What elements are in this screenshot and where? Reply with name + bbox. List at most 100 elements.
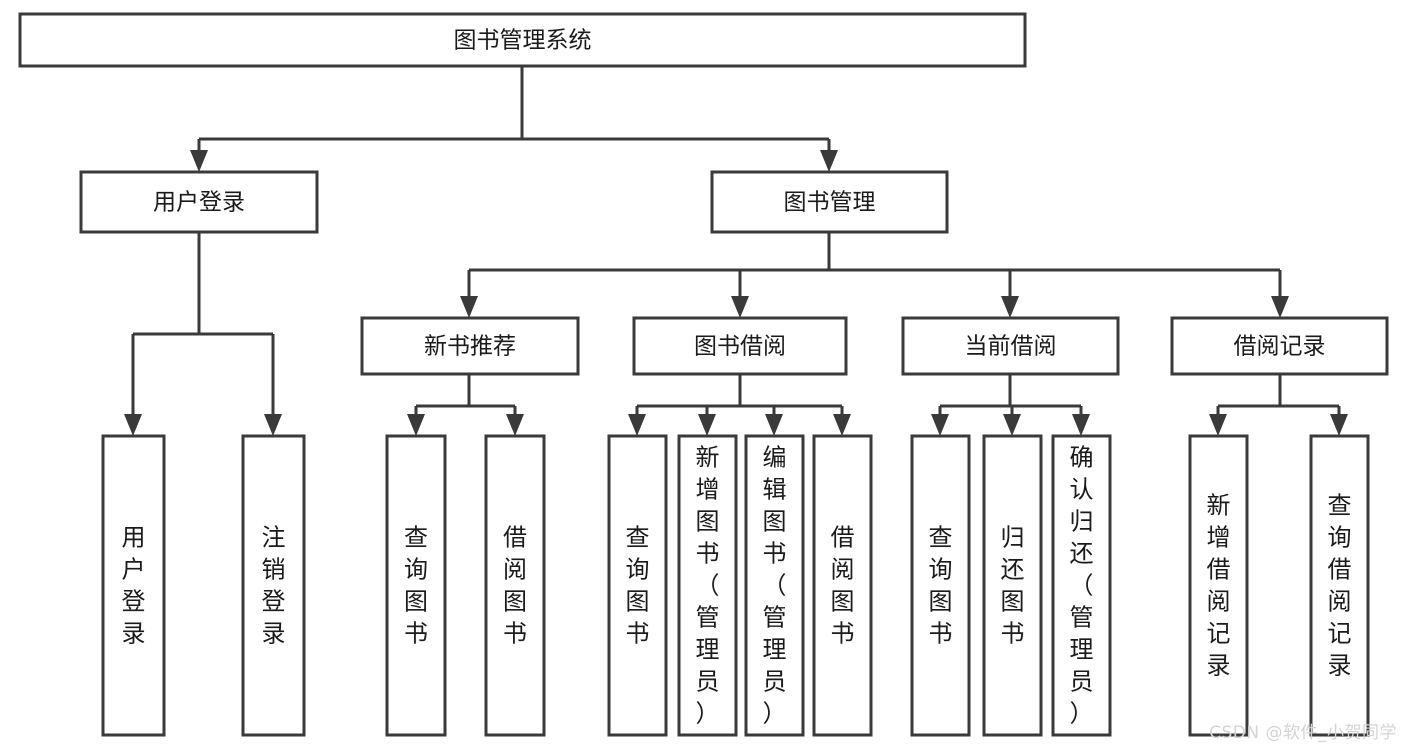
node-leaf-logout-char: 登	[262, 588, 286, 616]
node-leaf-return-book-rect	[982, 434, 1043, 737]
node-leaf-query-book-current-char: 查	[929, 524, 953, 552]
arrow-book-borrow-leaf-0	[628, 414, 646, 436]
node-leaf-add-borrow-record-char: 记	[1207, 620, 1231, 648]
connector-layer	[124, 66, 1348, 436]
node-leaf-confirm-return-admin-char: 归	[1070, 508, 1094, 536]
node-borrow-record[interactable]: 借阅记录	[1170, 316, 1389, 376]
node-leaf-add-book-admin-char: 新	[696, 444, 720, 472]
arrow-level3-0	[460, 296, 478, 318]
node-book-borrow-label: 图书借阅	[694, 334, 786, 360]
node-leaf-edit-book-admin-char: 员	[763, 668, 787, 696]
node-leaf-query-borrow-record-char: 询	[1328, 524, 1352, 552]
node-leaf-borrow-book-rec-rect	[484, 434, 546, 737]
node-root-label: 图书管理系统	[454, 28, 592, 54]
node-leaf-borrow-book-char: 书	[831, 620, 855, 648]
node-leaf-query-borrow-record-rect	[1309, 434, 1370, 737]
node-leaf-query-borrow-record-char: 阅	[1328, 588, 1352, 616]
node-book-management[interactable]: 图书管理	[710, 170, 949, 234]
node-current-borrow-rect	[901, 316, 1120, 376]
node-leaf-confirm-return-admin-char: （	[1070, 572, 1094, 600]
node-root[interactable]: 图书管理系统	[18, 12, 1027, 68]
node-leaf-add-borrow-record-rect	[1188, 434, 1249, 737]
node-new-book-recommend-label: 新书推荐	[424, 334, 516, 360]
node-leaf-logout-rect	[241, 434, 306, 737]
node-leaf-add-book-admin-rect	[677, 434, 738, 737]
node-new-book-recommend-rect	[360, 316, 580, 376]
node-new-book-recommend[interactable]: 新书推荐	[360, 316, 580, 376]
node-leaf-query-book-rec-rect	[385, 434, 447, 737]
arrow-borrow-record-leaf-1	[1330, 414, 1348, 436]
node-leaf-confirm-return-admin-char: 确	[1070, 444, 1094, 472]
node-leaf-edit-book-admin-char: 书	[763, 540, 787, 568]
node-leaf-borrow-book-char: 图	[831, 588, 855, 616]
node-root-rect	[18, 12, 1027, 68]
arrow-level3-1	[731, 296, 749, 318]
node-leaf-confirm-return-admin-char: 理	[1070, 636, 1094, 664]
node-user-login-label: 用户登录	[153, 190, 245, 216]
node-user-login[interactable]: 用户登录	[79, 170, 319, 234]
node-leaf-add-borrow-record-char: 录	[1207, 652, 1231, 680]
node-borrow-record-label: 借阅记录	[1234, 334, 1326, 360]
node-leaf-add-book-admin-char: 书	[696, 540, 720, 568]
arrow-level2-0	[190, 150, 208, 172]
node-leaf-borrow-book-rec-char: 借	[503, 524, 527, 552]
node-leaf-add-book-admin-char: 管	[696, 604, 720, 632]
node-leaf-edit-book-admin-char: 管	[763, 604, 787, 632]
node-book-borrow-rect	[632, 316, 848, 376]
node-leaf-add-borrow-record-char: 增	[1207, 524, 1231, 552]
node-leaf-query-book-current-char: 询	[929, 556, 953, 584]
arrow-level3-2	[1001, 296, 1019, 318]
node-leaf-query-book-rec-char: 询	[404, 556, 428, 584]
node-leaf-return-book-char: 书	[1001, 620, 1025, 648]
arrow-new-book-recommend-leaf-1	[506, 414, 524, 436]
node-leaf-user-login-char: 用	[122, 524, 146, 552]
arrow-new-book-recommend-leaf-0	[407, 414, 425, 436]
node-leaf-add-book-admin-char: （	[696, 572, 720, 600]
node-leaf-confirm-return-admin-char: 员	[1070, 668, 1094, 696]
node-leaf-query-borrow-record-char: 记	[1328, 620, 1352, 648]
node-user-login-rect	[79, 170, 319, 234]
node-leaf-return-book-char: 图	[1001, 588, 1025, 616]
node-book-borrow[interactable]: 图书借阅	[632, 316, 848, 376]
node-leaf-add-borrow-record-char: 借	[1207, 556, 1231, 584]
node-leaf-query-book-borrow-rect	[607, 434, 668, 737]
node-leaf-edit-book-admin-char: 图	[763, 508, 787, 536]
node-leaf-add-book-admin-char: ）	[696, 700, 720, 728]
node-leaf-edit-book-admin-char: ）	[763, 700, 787, 728]
node-leaf-return-book-char: 归	[1001, 524, 1025, 552]
node-current-borrow[interactable]: 当前借阅	[901, 316, 1120, 376]
node-leaf-edit-book-admin-char: 理	[763, 636, 787, 664]
node-leaf-confirm-return-admin-rect	[1051, 434, 1112, 737]
node-leaf-borrow-book-rect	[812, 434, 873, 737]
node-leaf-confirm-return-admin-char: 认	[1070, 476, 1094, 504]
node-leaf-edit-book-admin-char: 辑	[763, 476, 787, 504]
node-leaf-edit-book-admin-rect	[744, 434, 805, 737]
node-leaf-user-login-char: 录	[122, 620, 146, 648]
node-leaf-user-login[interactable]: 用户登录	[101, 434, 166, 737]
node-leaf-query-borrow-record-char: 录	[1328, 652, 1352, 680]
node-leaf-return-book-char: 还	[1001, 556, 1025, 584]
node-leaf-borrow-book-rec-char: 书	[503, 620, 527, 648]
node-leaf-confirm-return-admin-char: 管	[1070, 604, 1094, 632]
node-leaf-logout-char: 销	[262, 556, 286, 584]
arrow-book-borrow-leaf-3	[833, 414, 851, 436]
node-book-management-label: 图书管理	[784, 190, 876, 216]
node-leaf-query-borrow-record-char: 查	[1328, 492, 1352, 520]
arrow-user-login-leaf-1	[264, 414, 282, 436]
node-leaf-add-borrow-record-char: 阅	[1207, 588, 1231, 616]
arrow-current-borrow-leaf-0	[931, 414, 949, 436]
arrow-user-login-leaf-0	[124, 414, 142, 436]
